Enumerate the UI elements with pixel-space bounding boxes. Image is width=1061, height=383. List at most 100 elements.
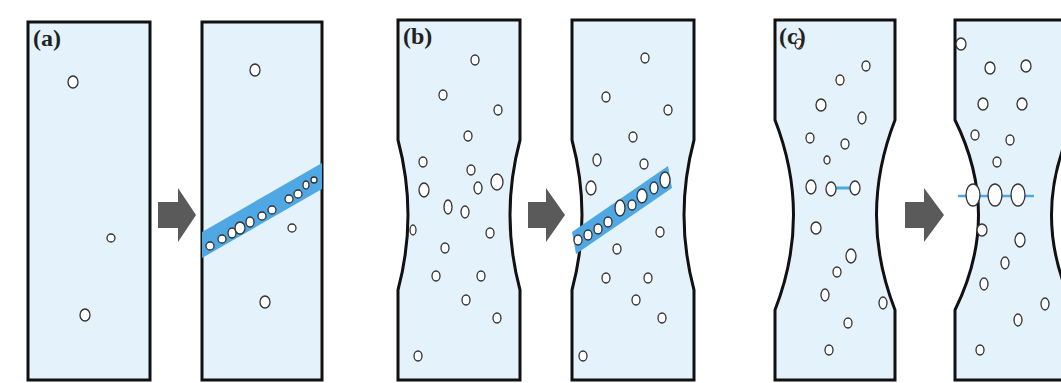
- void: [841, 139, 849, 149]
- specimen: [202, 22, 322, 380]
- void: [593, 154, 601, 166]
- void: [410, 225, 416, 235]
- void: [641, 53, 649, 63]
- void: [833, 267, 841, 277]
- notched-specimen: [572, 20, 694, 380]
- void: [461, 206, 469, 218]
- specimen: [28, 22, 150, 380]
- void: [491, 174, 503, 190]
- void: [1041, 298, 1049, 310]
- void: [811, 222, 821, 234]
- void: [1015, 233, 1025, 247]
- void: [419, 183, 429, 197]
- notched-specimen: [398, 20, 520, 380]
- void: [432, 271, 440, 281]
- void: [258, 212, 266, 220]
- void: [474, 182, 482, 194]
- void: [985, 62, 995, 74]
- void: [656, 227, 664, 237]
- void: [260, 296, 270, 308]
- void: [879, 297, 887, 309]
- void: [467, 165, 475, 175]
- void: [980, 278, 988, 290]
- panel-label: (c): [779, 24, 806, 48]
- void: [107, 234, 115, 242]
- void: [826, 182, 836, 196]
- void: [462, 295, 470, 305]
- void: [311, 177, 317, 183]
- panel-label: (b): [403, 24, 432, 48]
- void: [419, 157, 427, 167]
- void: [602, 273, 610, 283]
- void: [579, 351, 587, 361]
- void: [978, 98, 988, 110]
- void: [574, 235, 582, 245]
- void: [816, 99, 826, 111]
- block-arrow: [528, 188, 565, 242]
- void: [250, 64, 260, 76]
- void: [235, 222, 245, 234]
- void: [464, 131, 472, 141]
- void: [806, 133, 814, 143]
- void: [988, 184, 1002, 206]
- void: [471, 55, 479, 65]
- block-arrow: [158, 188, 196, 242]
- void: [285, 195, 293, 203]
- void: [858, 112, 866, 124]
- void: [615, 200, 625, 216]
- void: [294, 190, 302, 198]
- void: [80, 309, 90, 321]
- void: [613, 244, 621, 254]
- void: [604, 217, 612, 227]
- void: [632, 295, 640, 305]
- void: [586, 181, 596, 195]
- void: [850, 181, 860, 195]
- void: [493, 313, 501, 323]
- void: [644, 273, 652, 283]
- void: [806, 180, 816, 194]
- void: [494, 105, 502, 115]
- void: [650, 182, 658, 194]
- void: [862, 61, 870, 71]
- void: [268, 206, 276, 214]
- void: [441, 243, 449, 253]
- void: [846, 249, 856, 263]
- void: [206, 242, 214, 250]
- block-arrow: [905, 188, 944, 242]
- void: [1006, 135, 1014, 145]
- void: [629, 132, 637, 142]
- notched-specimen: [955, 20, 1061, 380]
- void: [218, 235, 226, 243]
- crack-link: [836, 187, 850, 190]
- void: [844, 318, 852, 328]
- void: [288, 224, 296, 232]
- void: [1021, 60, 1031, 72]
- void: [1017, 98, 1027, 110]
- void: [68, 76, 78, 88]
- void: [976, 345, 984, 355]
- void: [664, 105, 672, 115]
- notched-specimen: [775, 20, 895, 380]
- void: [660, 172, 670, 188]
- void: [956, 38, 966, 50]
- void: [477, 271, 485, 281]
- shear-band: [572, 166, 672, 254]
- void: [824, 156, 830, 164]
- void: [246, 217, 254, 227]
- void: [977, 224, 987, 236]
- void: [966, 184, 980, 206]
- void: [584, 230, 592, 240]
- void: [825, 345, 833, 355]
- void: [486, 228, 494, 238]
- void: [1001, 257, 1009, 269]
- void: [993, 157, 1001, 167]
- void: [1011, 184, 1025, 206]
- void: [628, 200, 636, 210]
- void: [836, 75, 844, 85]
- void: [658, 313, 666, 323]
- panel-label: (a): [33, 26, 61, 50]
- void: [640, 159, 648, 169]
- void: [1014, 314, 1022, 326]
- void: [821, 289, 829, 301]
